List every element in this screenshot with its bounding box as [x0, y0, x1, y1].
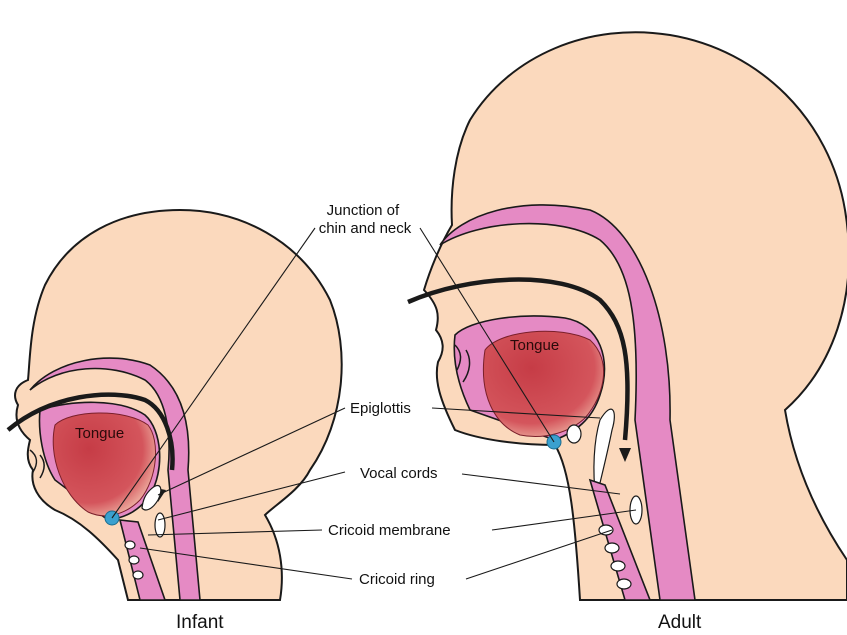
cricoid-membrane-label: Cricoid membrane: [328, 522, 451, 539]
infant-figure: Tongue Infant: [8, 210, 342, 633]
junction-label-line-2: chin and neck: [319, 220, 412, 237]
adult-caption: Adult: [658, 612, 702, 633]
infant-tongue-label: Tongue: [75, 425, 124, 442]
adult-figure: Tongue Adult: [408, 32, 847, 633]
cricoid-ring-label: Cricoid ring: [359, 571, 435, 588]
junction-label: Junction of chin and neck: [319, 202, 412, 237]
junction-label-line-1: Junction of: [327, 202, 400, 219]
adult-hyoid-bone: [567, 425, 581, 443]
adult-tongue-label: Tongue: [510, 337, 559, 354]
epiglottis-label: Epiglottis: [350, 400, 411, 417]
infant-caption: Infant: [176, 612, 224, 633]
vocal-cords-label: Vocal cords: [360, 465, 438, 482]
